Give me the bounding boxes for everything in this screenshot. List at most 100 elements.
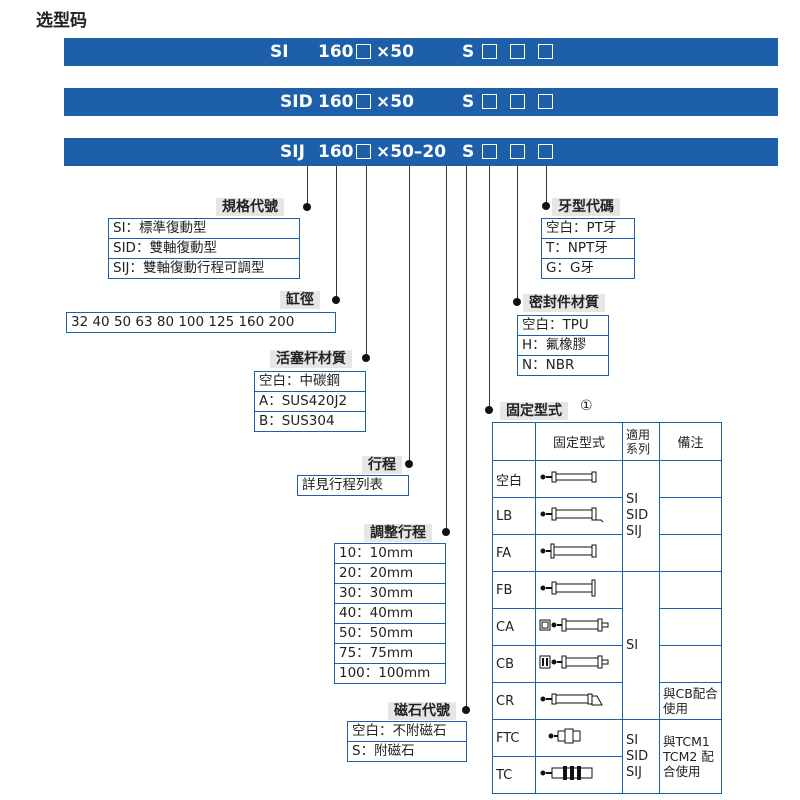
- stroke-option: 詳見行程列表: [302, 477, 383, 493]
- connector-seal: [517, 166, 518, 302]
- mount-code: TC: [492, 756, 536, 794]
- code-stroke: ×50: [376, 92, 414, 112]
- mount-figure: [535, 571, 623, 609]
- mount-figure: [535, 719, 623, 757]
- connector-magnet: [466, 166, 467, 710]
- header-series: 適用系列: [622, 422, 660, 461]
- code-placeholder-box: [538, 144, 553, 159]
- code-placeholder-box: [356, 44, 371, 59]
- table-row: CB: [492, 645, 722, 683]
- code-bar-si: SI 160 ×50 S: [64, 38, 778, 66]
- remark-cell: [659, 645, 722, 683]
- code-placeholder-box: [510, 144, 525, 159]
- mount-code: CB: [492, 645, 536, 683]
- code-prefix: SI: [270, 42, 289, 62]
- magnet-option: 空白：不附磁石: [348, 722, 466, 742]
- cylinder-figure-icon: [539, 655, 609, 669]
- thread-option: 空白：PT牙: [542, 219, 634, 239]
- cylinder-figure-icon: [539, 618, 609, 632]
- code-placeholder-box: [356, 94, 371, 109]
- code-bar-sid: SID 160 ×50 S: [64, 88, 778, 116]
- code-stroke: ×50: [376, 42, 414, 62]
- piston-option: 空白：中碳鋼: [255, 372, 365, 392]
- thread-option: G：G牙: [546, 260, 594, 276]
- thread-options: 空白：PT牙 T：NPT牙 G：G牙: [541, 218, 635, 279]
- mount-code: CA: [492, 608, 536, 646]
- code-placeholder-box: [510, 44, 525, 59]
- connector-dot: [405, 460, 413, 468]
- connector-dot: [303, 203, 311, 211]
- page-title: 选型码: [36, 11, 87, 31]
- mount-note-mark: ①: [580, 398, 593, 414]
- remark-cr: 與CB配合使用: [659, 682, 722, 720]
- magnet-option: S：附磁石: [352, 743, 415, 759]
- connector-thread: [546, 166, 547, 206]
- connector-adjust: [446, 166, 447, 532]
- connector-dot: [362, 354, 370, 362]
- piston-option: A：SUS420J2: [255, 392, 365, 412]
- code-placeholder-box: [482, 44, 497, 59]
- mount-figure: [535, 497, 623, 535]
- code-placeholder-box: [482, 144, 497, 159]
- series-group: SI: [622, 571, 660, 720]
- code-bore: 160: [318, 42, 354, 62]
- cylinder-figure-icon: [540, 693, 603, 706]
- mount-code: 空白: [492, 460, 536, 498]
- stroke-label: 行程: [362, 456, 402, 474]
- table-header-row: 固定型式 適用系列 備注: [492, 422, 722, 461]
- mount-label: 固定型式: [500, 402, 568, 420]
- bore-options: 32 40 50 63 80 100 125 160 200: [66, 312, 336, 333]
- table-row: FB SI: [492, 571, 722, 720]
- series-group: SI SID SIJ: [622, 460, 660, 572]
- mount-code: CR: [492, 682, 536, 720]
- piston-label: 活塞杆材質: [270, 350, 352, 368]
- piston-options: 空白：中碳鋼 A：SUS420J2 B：SUS304: [254, 371, 366, 432]
- connector-dot: [462, 706, 470, 714]
- connector-stroke: [409, 166, 410, 464]
- cylinder-figure-icon: [540, 579, 596, 597]
- table-row: TC: [492, 756, 722, 794]
- code-suffix: S: [462, 42, 475, 62]
- connector-dot: [513, 298, 521, 306]
- code-bore: 160: [318, 92, 354, 112]
- mount-table: 固定型式 適用系列 備注 空白 SI SID SIJ LB FA FB SI C…: [492, 422, 722, 794]
- spec-option: SI：標準復動型: [109, 219, 299, 239]
- bore-values: 32 40 50 63 80 100 125 160 200: [71, 314, 295, 330]
- code-placeholder-box: [538, 94, 553, 109]
- stroke-options: 詳見行程列表: [297, 475, 409, 496]
- adjust-option: 50：50mm: [335, 624, 445, 644]
- code-prefix: SID: [280, 92, 313, 112]
- table-row: FA: [492, 534, 722, 572]
- adjust-label: 調整行程: [364, 524, 432, 542]
- connector-piston: [366, 166, 367, 358]
- mount-figure: [535, 645, 623, 683]
- code-bar-sij: SIJ 160 ×50–20 S: [64, 138, 778, 166]
- spec-option: SID：雙軸復動型: [109, 239, 299, 259]
- code-suffix: S: [462, 92, 475, 112]
- adjust-option: 75：75mm: [335, 644, 445, 664]
- connector-dot: [332, 296, 340, 304]
- table-row: FTC SI SID SIJ 與TCM1 TCM2 配合使用: [492, 719, 722, 794]
- remark-ftc-tc: 與TCM1 TCM2 配合使用: [659, 719, 722, 794]
- header-blank: [492, 422, 536, 461]
- adjust-option: 10：10mm: [335, 544, 445, 564]
- code-placeholder-box: [510, 94, 525, 109]
- adjust-option: 20：20mm: [335, 564, 445, 584]
- header-type: 固定型式: [535, 422, 623, 461]
- code-bore: 160: [318, 142, 354, 162]
- mount-code: FB: [492, 571, 536, 609]
- magnet-options: 空白：不附磁石 S：附磁石: [347, 721, 467, 762]
- connector-dot: [442, 528, 450, 536]
- remark-cell: [659, 534, 722, 572]
- table-row: CA: [492, 608, 722, 646]
- cylinder-figure-icon: [540, 507, 604, 523]
- connector-mount: [489, 166, 490, 410]
- code-suffix: S: [462, 142, 475, 162]
- mount-figure: [535, 608, 623, 646]
- code-placeholder-box: [482, 94, 497, 109]
- mount-figure: [535, 534, 623, 572]
- mount-code: FA: [492, 534, 536, 572]
- code-placeholder-box: [538, 44, 553, 59]
- adjust-option: 100：100mm: [339, 665, 431, 681]
- thread-label: 牙型代碼: [552, 198, 620, 216]
